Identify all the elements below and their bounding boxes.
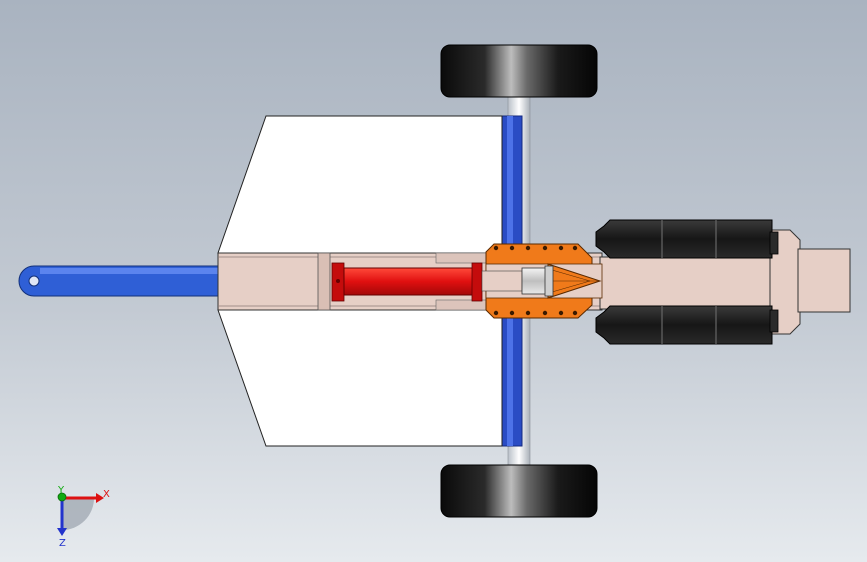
mount-bolts	[493, 245, 578, 316]
hydraulic-cylinder[interactable]	[331, 262, 514, 302]
wheel-bottom[interactable]	[440, 464, 598, 518]
piston-rod[interactable]	[481, 265, 554, 297]
roller-lower[interactable]	[595, 305, 779, 345]
y-axis-dot	[57, 492, 67, 502]
wheel-top[interactable]	[440, 44, 598, 98]
triad-quadrant	[62, 498, 94, 530]
x-axis-label: X	[103, 489, 110, 500]
y-axis-label: Y	[57, 485, 65, 496]
plate-bottom[interactable]	[217, 309, 503, 447]
z-arrowhead	[57, 528, 67, 536]
roller-upper[interactable]	[595, 219, 779, 259]
tow-bar[interactable]	[18, 265, 221, 297]
tow-hitch-hole	[28, 275, 40, 287]
plate-top[interactable]	[217, 115, 503, 254]
orientation-triad: X Y Z	[57, 485, 110, 549]
x-arrowhead	[96, 493, 104, 503]
z-axis-label: Z	[59, 538, 66, 549]
